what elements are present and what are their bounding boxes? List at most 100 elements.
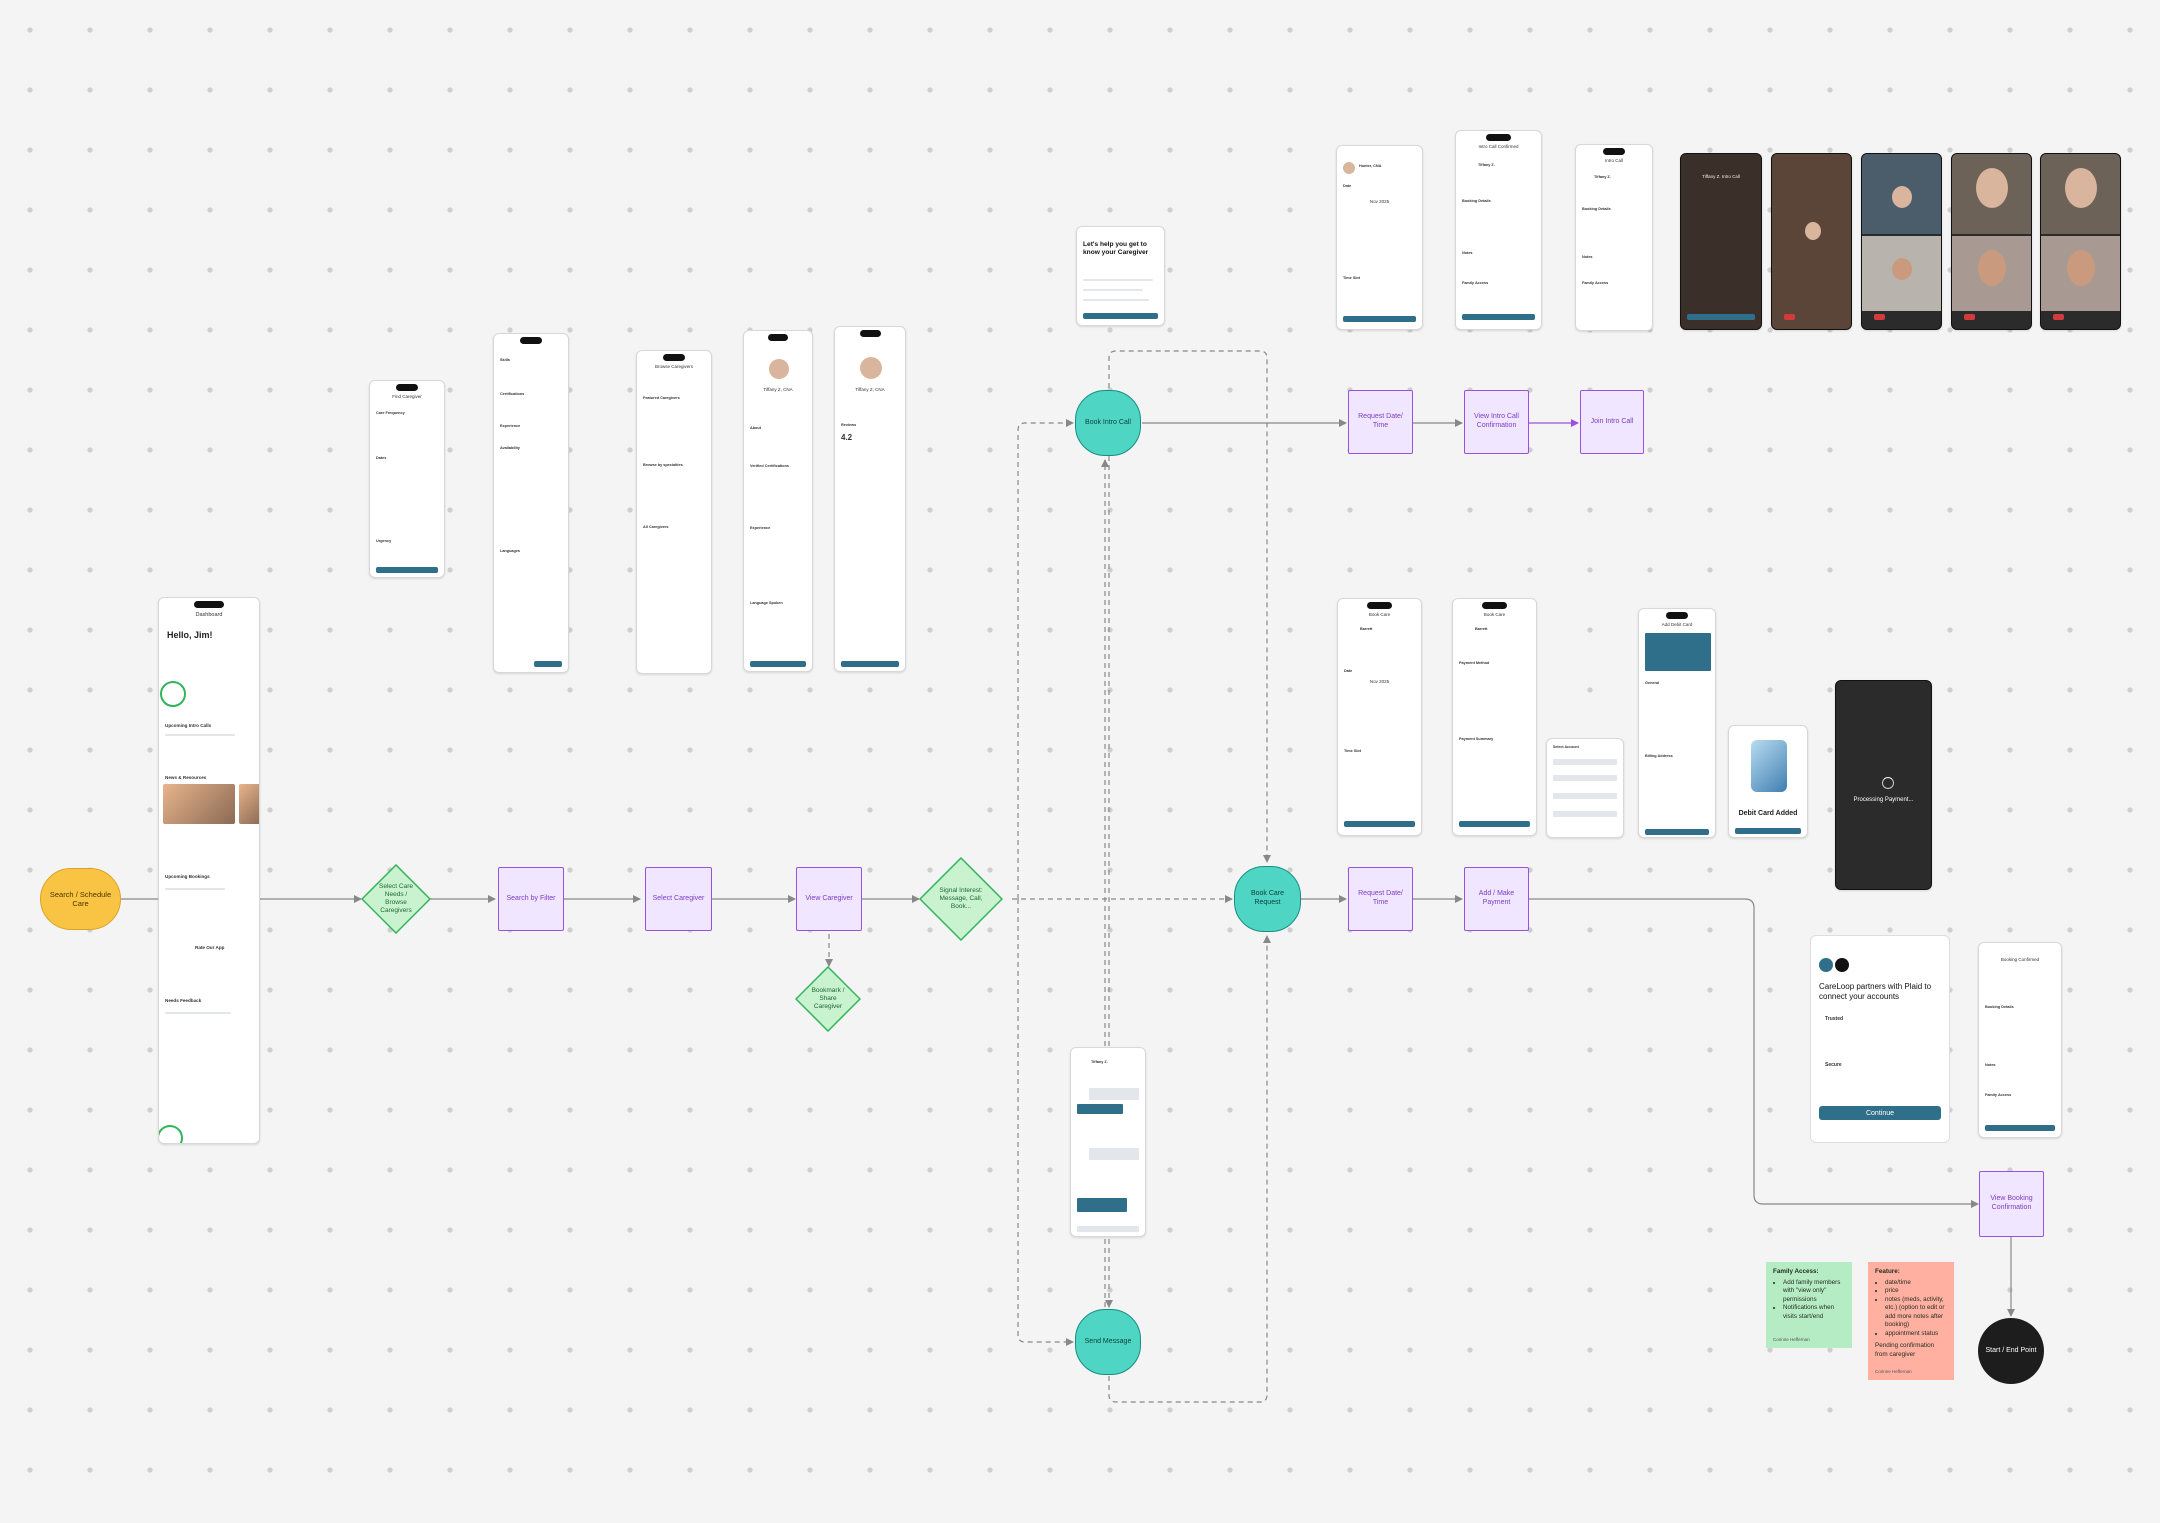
screen-dashboard[interactable]: Dashboard Hello, Jim! Upcoming Intro Cal… [158, 597, 260, 1144]
phone-notch [395, 384, 419, 391]
process-request-date-time-intro[interactable]: Request Date/ Time [1348, 390, 1413, 454]
continue-button[interactable] [1344, 821, 1415, 827]
section-availability: Availability [500, 446, 520, 450]
section-care-frequency: Care Frequency [376, 411, 405, 415]
caregiver-name: Barrett [1360, 627, 1373, 631]
section-family-access: Family Access [1462, 281, 1489, 285]
book-intro-call-button[interactable] [1343, 316, 1416, 322]
screen-video-call-active[interactable] [1951, 153, 2032, 330]
section-time-slot: Time Slot [1343, 276, 1361, 280]
screen-caregiver-profile-about[interactable]: Tiffany Z, CNA About Verified Certificat… [743, 330, 813, 672]
screen-intro-call-confirmed[interactable]: Intro Call Confirmed Tiffany Z. Booking … [1455, 130, 1542, 330]
profile-action-button[interactable] [750, 661, 806, 667]
profile-action-button[interactable] [841, 661, 899, 667]
end-call-button[interactable] [1964, 314, 1975, 320]
screen-browse-caregivers[interactable]: Browse Caregivers Featured Caregivers Br… [636, 350, 712, 674]
process-view-intro-call-confirmation[interactable]: View Intro Call Confirmation [1464, 390, 1529, 454]
trusted-label: Trusted [1825, 1016, 1844, 1022]
section-urgency: Urgency [376, 539, 392, 543]
section-notes: Notes [1985, 1063, 1996, 1067]
section-rate-our-app: Rate Our App [195, 945, 225, 950]
return-to-dashboard-button[interactable] [1985, 1125, 2055, 1131]
screen-video-call-split[interactable] [1861, 153, 1942, 330]
message-bubble [1077, 1104, 1123, 1114]
end-call-button[interactable] [1874, 314, 1885, 320]
screen-plaid-consent[interactable]: CareLoop partners with Plaid to connect … [1810, 935, 1950, 1143]
account-option[interactable] [1553, 811, 1617, 817]
screen-filters[interactable]: Skills Certifications Experience Availab… [493, 333, 569, 673]
caregiver-name: Tiffany Z, CNA [763, 387, 793, 392]
process-view-caregiver[interactable]: View Caregiver [796, 867, 862, 931]
section-experience: Experience [500, 424, 521, 428]
process-search-by-filter[interactable]: Search by Filter [498, 867, 564, 931]
screen-find-caregiver[interactable]: Find Caregiver Care Frequency Dates Urge… [369, 380, 445, 578]
node-send-message[interactable]: Send Message [1075, 1309, 1141, 1375]
end-point-node[interactable]: Start / End Point [1978, 1318, 2044, 1384]
return-to-dashboard-button[interactable] [1462, 314, 1535, 320]
section-reviews: Reviews [841, 423, 857, 427]
chat-contact-name: Tiffany Z. [1091, 1060, 1108, 1064]
caller-face [1892, 186, 1912, 208]
video-feed [1772, 154, 1851, 329]
node-book-intro-call[interactable]: Book Intro Call [1075, 390, 1141, 456]
phone-notch [1482, 602, 1507, 609]
screen-video-call-connecting[interactable] [1771, 153, 1852, 330]
screen-book-care-payment[interactable]: Book Care Barrett Payment Method Payment… [1452, 598, 1537, 836]
decision-signal-interest[interactable]: Signal Interest: Message, Call, Book... [919, 857, 1003, 941]
section-family-access: Family Access [1582, 281, 1609, 285]
process-select-caregiver[interactable]: Select Caregiver [645, 867, 712, 931]
decision-bookmark-share[interactable]: Bookmark / Share Caregiver [795, 966, 861, 1032]
process-request-date-time-booking[interactable]: Request Date/ Time [1348, 867, 1413, 931]
screen-select-account[interactable]: Select Account [1546, 738, 1624, 838]
account-option[interactable] [1553, 759, 1617, 765]
find-caregiver-button[interactable] [376, 567, 438, 573]
screen-debit-card-added[interactable]: Debit Card Added [1728, 725, 1808, 838]
section-verified-certifications: Verified Certifications [750, 464, 790, 468]
plaid-heading: CareLoop partners with Plaid to connect … [1819, 982, 1932, 1001]
process-add-make-payment[interactable]: Add / Make Payment [1464, 867, 1529, 931]
node-label: Book Care Request [1250, 890, 1285, 906]
screen-add-debit-card[interactable]: Add Debit Card General Billing Address [1638, 608, 1716, 838]
screen-book-care-date[interactable]: Book Care Barrett Date Nov 2025 Time Slo… [1337, 598, 1422, 836]
continue-button[interactable] [1735, 828, 1801, 834]
screen-caregiver-profile-reviews[interactable]: Tiffany Z, CNA Reviews 4.2 [834, 326, 906, 672]
placeholder-line [165, 888, 225, 890]
message-input[interactable] [1077, 1226, 1139, 1232]
start-node[interactable]: Search / Schedule Care [40, 868, 121, 930]
apply-filters-button[interactable] [534, 661, 562, 667]
end-call-button[interactable] [2053, 314, 2064, 320]
node-book-care-request[interactable]: Book Care Request [1234, 866, 1301, 932]
account-option[interactable] [1553, 793, 1617, 799]
phone-notch [1602, 148, 1626, 155]
screen-title: Booking Confirmed [2000, 957, 2040, 962]
continue-button[interactable] [1459, 821, 1530, 827]
placeholder-line [1083, 299, 1149, 301]
screen-video-call-active-alt[interactable] [2040, 153, 2121, 330]
phone-notch [194, 601, 224, 608]
add-card-button[interactable] [1645, 829, 1709, 835]
end-call-button[interactable] [1784, 314, 1795, 320]
continue-button[interactable] [1083, 313, 1158, 319]
decision-select-care-needs[interactable]: Select Care Needs / Browse Caregivers [361, 864, 431, 934]
section-notes: Notes [1462, 251, 1473, 255]
screen-book-intro-call[interactable]: Hunter, CNA Date Nov 2025 Time Slot [1336, 145, 1423, 330]
section-news-resources: News & Resources [165, 775, 207, 780]
screen-intro-call-details[interactable]: Intro Call Tiffany Z. Booking Details No… [1575, 144, 1653, 331]
screen-booking-confirmed[interactable]: Booking Confirmed Booking Details Notes … [1978, 942, 2062, 1138]
section-upcoming-bookings: Upcoming Bookings [165, 874, 210, 879]
process-view-booking-confirmation[interactable]: View Booking Confirmation [1979, 1171, 2044, 1237]
phone-notch [859, 330, 881, 337]
screen-title: Book Care [1368, 612, 1391, 617]
screen-intro-modal[interactable]: Let's help you get to know your Caregive… [1076, 226, 1165, 326]
phone-notch [662, 354, 686, 361]
continue-button[interactable]: Continue [1819, 1106, 1941, 1120]
diamond-shape [361, 864, 431, 934]
sticky-note-feature: Feature: date/time price notes (meds, ac… [1868, 1262, 1954, 1380]
screen-chat[interactable]: Tiffany Z. [1070, 1047, 1146, 1237]
process-join-intro-call[interactable]: Join Intro Call [1580, 390, 1644, 454]
phone-notch [1485, 134, 1512, 141]
call-action-button[interactable] [1687, 314, 1755, 320]
screen-video-call-waiting[interactable]: Tiffany Z. Intro Call [1680, 153, 1762, 330]
account-option[interactable] [1553, 775, 1617, 781]
